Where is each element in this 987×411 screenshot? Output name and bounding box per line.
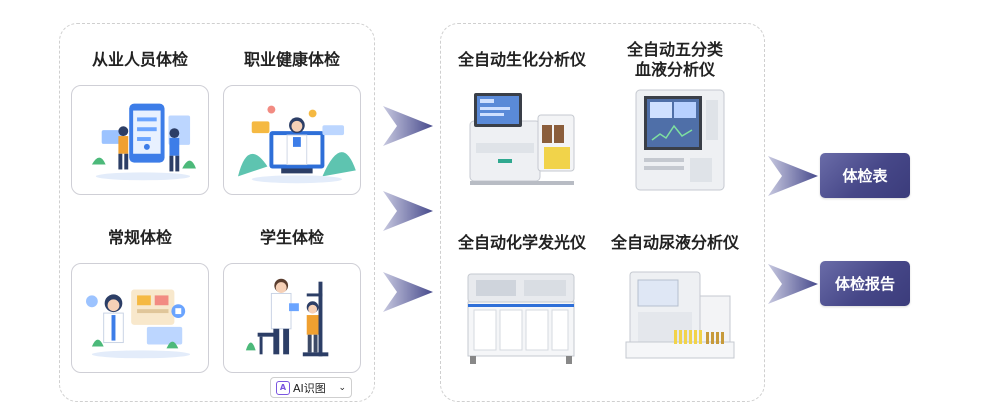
routine-checkup-illustration [86,289,191,359]
category-card-student[interactable] [223,263,361,373]
chemiluminescence-analyzer-image [464,266,578,366]
flow-arrow-2 [383,191,433,231]
device-title-urine-analyzer: 全自动尿液分析仪 [610,233,739,252]
device-title-hematology-analyzer-line2: 血液分析仪 [634,60,715,79]
device-title-chemiluminescence-analyzer: 全自动化学发光仪 [457,233,586,252]
category-card-occupational-staff[interactable] [71,85,209,195]
category-title-student: 学生体检 [259,228,324,247]
flow-arrow-to-checkup-form [768,156,818,196]
checkup-form-button[interactable]: 体检表 [820,153,910,198]
urine-analyzer-image [622,266,738,370]
device-title-biochemistry-analyzer: 全自动生化分析仪 [457,50,586,69]
category-title-occupational-health: 职业健康体检 [243,50,340,69]
flow-arrow-1 [383,106,433,146]
lab-device-group [440,23,765,402]
ai-scan-icon: A [276,380,290,395]
flow-arrow-to-checkup-report [768,264,818,304]
ai-image-recognition-button[interactable]: A AI识图 ⌄ [270,377,352,398]
student-checkup-illustration [245,278,329,357]
hematology-analyzer-image [630,86,730,194]
biochemistry-analyzer-image [462,85,582,193]
checkup-category-group [59,23,375,402]
category-title-occupational-staff: 从业人员体检 [91,50,188,69]
chevron-down-icon: ⌄ [338,382,346,393]
category-card-routine[interactable] [71,263,209,373]
ai-badge-label: AI识图 [293,381,326,395]
staff-checkup-illustration [91,103,196,181]
category-title-routine: 常规体检 [107,228,172,247]
flow-arrow-3 [383,272,433,312]
occupational-health-illustration [238,105,356,184]
checkup-report-button[interactable]: 体检报告 [820,261,910,306]
category-card-occupational-health[interactable] [223,85,361,195]
device-title-hematology-analyzer-line1: 全自动五分类 [626,40,723,59]
